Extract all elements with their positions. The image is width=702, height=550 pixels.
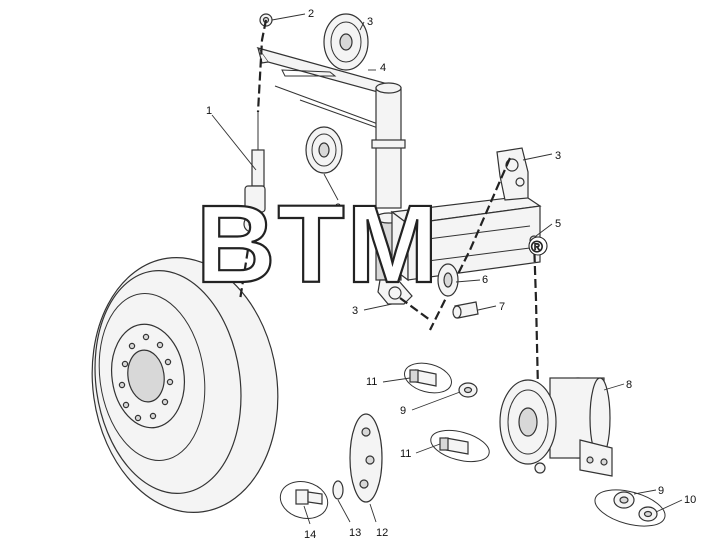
cable <box>238 19 540 391</box>
washer-9-upper <box>458 382 478 398</box>
watermark: BTM ® <box>195 182 548 307</box>
callout-13: 13 <box>349 527 361 539</box>
hub-assembly <box>499 377 613 477</box>
callout-7: 7 <box>499 301 505 313</box>
watermark-text: BTM <box>196 183 440 306</box>
callout-3-middle: 3 <box>335 202 341 214</box>
callout-14: 14 <box>304 529 316 541</box>
callout-3-bottom: 3 <box>352 305 358 317</box>
callout-5: 5 <box>555 218 561 230</box>
callout-6: 6 <box>482 274 488 286</box>
callout-3-top: 3 <box>367 16 373 28</box>
registered-mark: ® <box>531 239 543 256</box>
callout-2: 2 <box>308 8 314 20</box>
callout-1: 1 <box>206 105 212 117</box>
bolt-14 <box>279 481 329 519</box>
callouts: 2 3 4 1 3 3 5 6 7 3 11 9 11 8 9 10 12 13… <box>206 8 696 541</box>
nut-10 <box>638 506 658 522</box>
callout-12: 12 <box>376 527 388 539</box>
wheel <box>91 257 279 513</box>
plate-12 <box>349 413 383 503</box>
pulley-middle <box>305 126 343 174</box>
sleeve-7 <box>452 301 479 319</box>
callout-9-lower: 9 <box>658 485 664 497</box>
callout-10: 10 <box>684 494 696 506</box>
turnbuckle <box>243 112 266 233</box>
leader-lines <box>211 13 683 525</box>
washer-9-lower <box>594 489 666 527</box>
callout-11-lower: 11 <box>400 448 411 460</box>
pin-6 <box>437 263 459 297</box>
washer-13 <box>332 480 344 500</box>
callout-3-right: 3 <box>555 150 561 162</box>
bolt-11-upper <box>404 362 452 394</box>
bolt-11-lower <box>430 429 490 463</box>
pulley-top <box>323 13 369 71</box>
registered-mark-circle <box>528 236 548 256</box>
wheel-bolts <box>118 333 174 422</box>
callout-11-upper: 11 <box>366 376 377 388</box>
callout-8: 8 <box>626 379 632 391</box>
callout-4: 4 <box>380 62 386 74</box>
callout-9-upper: 9 <box>400 405 406 417</box>
